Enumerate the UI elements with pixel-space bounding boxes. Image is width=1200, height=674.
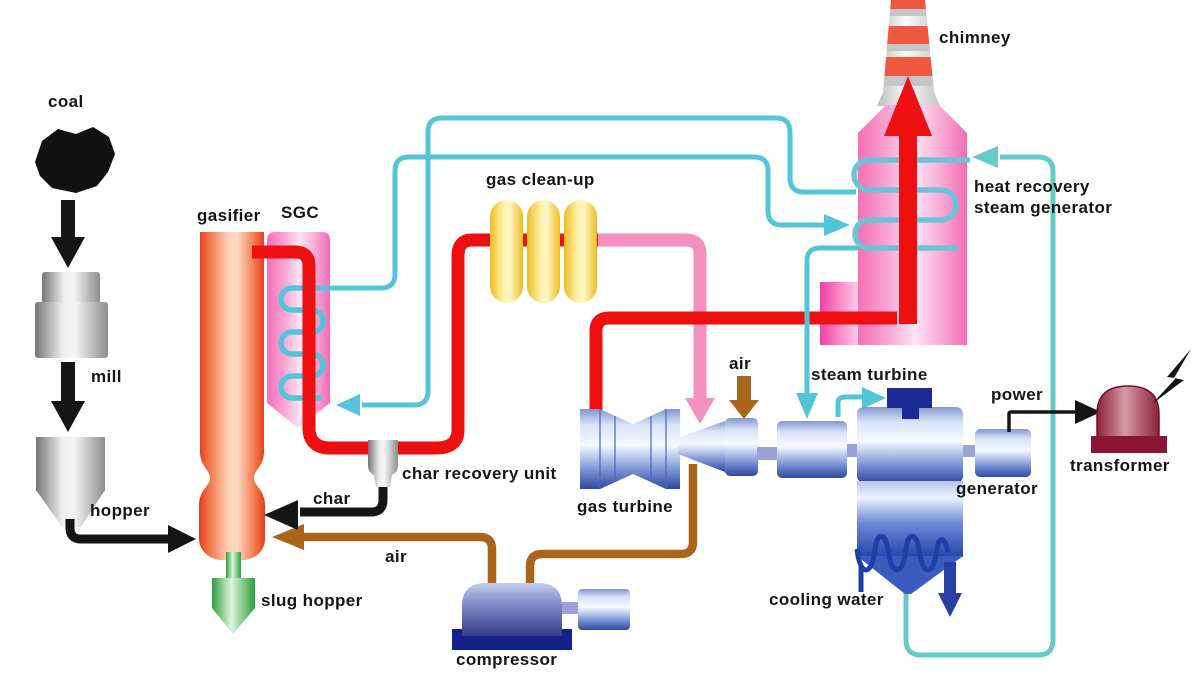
water-line-hrsg-to-sgc bbox=[336, 115, 856, 416]
label-hopper: hopper bbox=[90, 501, 151, 520]
lightning-bolt-icon bbox=[1152, 349, 1191, 404]
arrow-into-lp-turbine bbox=[862, 387, 886, 409]
air-intake-arrow bbox=[729, 376, 759, 419]
label-hrsg-line1: heat recovery bbox=[974, 177, 1090, 196]
hopper-vessel bbox=[36, 437, 105, 527]
exhaust-pipe bbox=[589, 311, 897, 414]
steam-line-sgc-to-hrsg bbox=[322, 154, 850, 291]
label-coal: coal bbox=[48, 92, 84, 111]
cooling-water-return-line bbox=[903, 146, 1056, 658]
sgc-coil bbox=[278, 285, 326, 401]
label-compressor: compressor bbox=[456, 650, 558, 669]
label-slug-hopper: slug hopper bbox=[261, 591, 363, 610]
cooling-water-out-arrow bbox=[938, 562, 962, 617]
gas-turbine-body bbox=[580, 409, 758, 489]
mill-to-hopper-arrow bbox=[51, 362, 85, 432]
shaft-2 bbox=[847, 444, 858, 457]
label-air-gasifier: air bbox=[385, 547, 407, 566]
power-line bbox=[1007, 400, 1101, 432]
transformer-body bbox=[1091, 385, 1167, 453]
label-mill: mill bbox=[91, 367, 122, 386]
generator-body bbox=[975, 429, 1031, 477]
clean-gas-pipe bbox=[598, 233, 715, 424]
char-recovery-vessel bbox=[368, 440, 398, 487]
arrow-into-hp-turbine bbox=[796, 393, 818, 419]
label-steam-turbine: steam turbine bbox=[811, 365, 928, 384]
label-gasifier: gasifier bbox=[197, 206, 261, 225]
coal-lump bbox=[35, 127, 115, 193]
compressor-body bbox=[452, 583, 630, 650]
label-chimney: chimney bbox=[939, 28, 1011, 47]
label-hrsg-line2: steam generator bbox=[974, 198, 1113, 217]
arrow-into-sgc bbox=[336, 394, 360, 416]
shaft-3 bbox=[963, 445, 976, 457]
label-gas-turbine: gas turbine bbox=[577, 497, 674, 516]
arrow-into-hrsg-top bbox=[972, 146, 998, 168]
slug-hopper-vessel bbox=[212, 552, 255, 634]
steam-inlet-box bbox=[887, 388, 932, 408]
chimney-stack bbox=[877, 0, 940, 106]
arrow-into-combustor bbox=[685, 398, 715, 424]
mill-vessel bbox=[35, 272, 108, 358]
hp-steam-turbine bbox=[777, 421, 847, 478]
shaft-1 bbox=[757, 447, 778, 460]
label-cooling-water: cooling water bbox=[769, 590, 884, 609]
air-pipe-to-gasifier bbox=[272, 524, 497, 585]
label-sgc: SGC bbox=[281, 203, 320, 222]
flue-gas-arrow bbox=[884, 76, 932, 324]
gasifier-vessel bbox=[199, 232, 265, 560]
label-power: power bbox=[991, 385, 1044, 404]
gas-cleanup-vessels bbox=[490, 200, 597, 303]
arrow-into-hrsg bbox=[824, 214, 850, 236]
arrow-air-into-gasifier bbox=[272, 524, 304, 550]
label-char-recovery-unit: char recovery unit bbox=[402, 464, 557, 483]
steam-to-turbine-line bbox=[796, 245, 886, 419]
coal-feed-pipe bbox=[65, 519, 196, 553]
condenser-vessel bbox=[854, 481, 963, 617]
steam-turbine-body bbox=[857, 388, 963, 483]
char-return-pipe bbox=[264, 484, 388, 530]
label-gas-clean-up: gas clean-up bbox=[486, 170, 595, 189]
label-generator: generator bbox=[956, 479, 1039, 498]
air-pipe-to-turbine bbox=[525, 464, 698, 585]
hrsg-coil bbox=[851, 157, 970, 251]
combustor bbox=[725, 418, 758, 476]
label-char: char bbox=[313, 489, 351, 508]
coal-to-mill-arrow bbox=[51, 200, 85, 268]
label-air-combustor: air bbox=[729, 354, 751, 373]
gas-turbine-diffuser bbox=[678, 421, 725, 472]
label-transformer: transformer bbox=[1070, 456, 1170, 475]
label-hrsg: heat recovery steam generator bbox=[974, 176, 1112, 218]
